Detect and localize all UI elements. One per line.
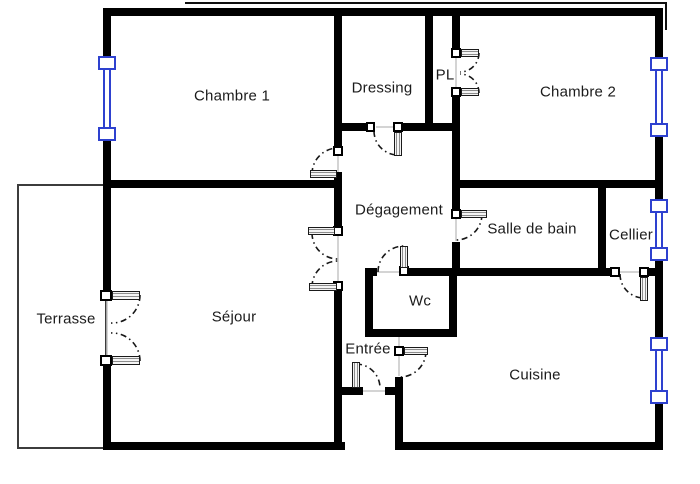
door-leaf-sdb [461,210,487,218]
door-jamb [610,267,620,277]
window-cuisine [655,349,663,392]
room-label-sejour: Séjour [211,308,257,326]
room-label-terrasse: Terrasse [36,310,96,328]
door-jamb [393,122,403,132]
wall-segment [334,291,342,450]
room-label-entree: Entrée [345,340,391,358]
wall-segment [395,442,663,450]
wall-segment [365,276,373,337]
window-cap [650,57,668,71]
wall-segment [598,188,606,276]
window-chambre1 [103,68,111,129]
door-swing-arc-sejour-top [311,232,339,260]
window-cap [650,123,668,137]
door-swing-arc-cuisine [399,350,427,378]
window-cap [98,56,116,70]
wall-segment [452,97,460,210]
window-cap [650,199,668,213]
door-leaf-pl-bottom [461,88,479,96]
wall-segment [655,8,663,57]
wall-segment [334,16,342,147]
door-swing-arc-chambre1 [311,147,339,175]
door-jamb [333,146,343,156]
wall-segment [425,16,433,131]
door-leaf-chambre1 [310,170,337,178]
terrasse-outline [17,184,107,449]
room-label-chambre2: Chambre 2 [539,83,617,101]
door-swing-arc-sdb [455,213,483,241]
wall-segment [655,403,663,450]
door-leaf-wc [400,246,408,268]
room-label-pl: PL [435,66,455,84]
room-label-cuisine: Cuisine [509,366,561,384]
door-leaf-front-door [352,362,360,388]
wall-segment [341,387,363,395]
wall-segment [385,387,403,395]
window-cap [650,390,668,404]
roof-outline-top [185,2,667,4]
wall-segment [103,8,663,16]
wall-segment [103,180,342,188]
room-label-dressing: Dressing [351,79,413,97]
door-jamb [100,290,112,301]
wall-segment [365,329,457,337]
wall-segment [334,172,342,227]
wall-segment [452,16,460,49]
wall-segment [365,268,377,276]
window-cap [650,247,668,261]
room-label-degagement: Dégagement [355,201,443,219]
door-leaf-terrasse-bottom [112,356,140,365]
wall-segment [649,268,657,276]
window-cap [650,337,668,351]
wall-segment [334,123,368,131]
room-label-wc: Wc [408,292,432,310]
wall-segment [103,356,111,450]
door-leaf-terrasse-top [112,291,140,300]
door-swing-arc-wc [377,245,405,273]
roof-outline-right [665,2,667,30]
wall-segment [401,268,618,276]
door-jamb [394,346,404,356]
door-leaf-dressing [394,132,402,156]
door-jamb [366,122,375,132]
wall-segment [655,137,663,200]
door-leaf-cellier [640,277,648,301]
wall-segment [103,442,345,450]
room-label-chambre1: Chambre 1 [193,87,271,105]
wall-segment [395,377,403,450]
wall-segment [452,180,663,188]
door-swing-arc-sejour-bottom [311,260,339,288]
wall-segment [449,276,457,329]
door-jamb [100,355,112,366]
room-label-salle-de-bain: Salle de bain [487,220,577,238]
window-chambre2 [655,69,663,125]
door-jamb [451,48,461,58]
wall-segment [103,8,111,56]
door-jamb [639,267,649,277]
door-leaf-sejour-bottom [309,283,337,291]
door-leaf-sejour-top [308,227,335,235]
wall-segment [655,261,663,338]
window-cap [98,127,116,141]
door-leaf-pl-top [461,49,479,57]
door-jamb [451,87,461,97]
room-label-cellier: Cellier [609,226,653,244]
window-cellier [655,211,663,249]
wall-segment [452,242,460,276]
wall-segment [103,140,111,301]
door-jamb [451,209,461,219]
door-leaf-cuisine [404,347,428,355]
